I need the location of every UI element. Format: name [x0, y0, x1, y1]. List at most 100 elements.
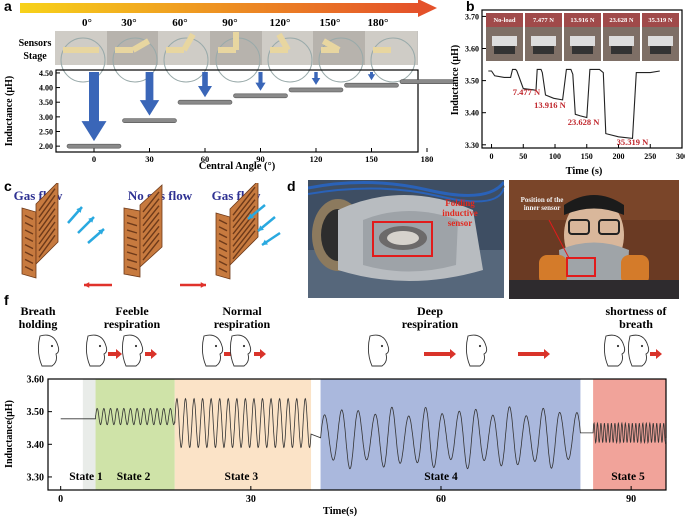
panel-d-photo: Folding inductive sensor	[308, 180, 504, 298]
panel-b-series-line	[488, 68, 660, 140]
y-tick-label: 3.70	[465, 12, 479, 21]
caption-deep-respiration-line2: respiration	[401, 317, 459, 331]
breathing-face-icon	[121, 334, 144, 367]
folded-sensor-leaf	[139, 184, 163, 268]
panel-d-annotation-line2: inductive	[442, 208, 478, 218]
x-tick-label: 100	[549, 152, 561, 161]
panel-label-f: f	[4, 292, 9, 308]
caption-feeble-respiration-line1: Feeble	[115, 304, 149, 318]
folded-sensor-leaf	[229, 183, 259, 266]
breathing-face-icon	[201, 334, 224, 367]
inductance-step-bar	[233, 93, 288, 99]
exhale-arrow	[650, 349, 662, 359]
state-band	[95, 379, 175, 490]
y-tick-label: 3.30	[465, 141, 479, 150]
sensor-photo	[55, 31, 107, 83]
panel-a-figure: 0°30°60°90°120°150°180° Sensors Stage 2.…	[4, 0, 455, 172]
face-mask-photo-illustration	[509, 180, 679, 299]
state-label: State 3	[225, 471, 259, 483]
strain-arrow	[255, 72, 266, 91]
x-tick-label: 0	[490, 152, 494, 161]
panel-label-b: b	[466, 0, 475, 14]
load-photo-label: 35.319 N	[648, 17, 673, 24]
y-tick-label: 3.50	[27, 407, 45, 418]
sensors-stage-label-line1: Sensors	[19, 38, 52, 49]
caption-shortness-of-breath-line2: breath	[619, 317, 653, 331]
flow-arrow	[67, 206, 83, 224]
breathing-face-icon	[37, 334, 60, 367]
breathing-face-icon	[627, 334, 650, 367]
load-photo: 13.916 N	[564, 13, 601, 61]
panel-d-annotation-line3: sensor	[447, 218, 473, 228]
strain-arrow	[139, 72, 160, 116]
load-photo-label: 7.477 N	[533, 17, 554, 24]
panel-a-ylabel: Inductance (μH)	[4, 76, 15, 146]
y-tick-label: 3.60	[465, 45, 479, 54]
panel-f-face-icons	[37, 334, 662, 367]
state-band	[320, 379, 581, 490]
exhale-arrow	[518, 349, 550, 359]
sensor-photo	[158, 31, 210, 83]
folded-sensor-leaf	[21, 207, 37, 279]
caption-normal-respiration: Normal respiration	[200, 305, 284, 331]
angle-label: 90°	[222, 17, 237, 29]
caption-shortness-of-breath-line1: shortness of	[605, 304, 667, 318]
y-tick-label: 4.50	[39, 69, 53, 78]
breathing-face-icon	[603, 334, 626, 367]
angle-gradient-arrowhead	[418, 0, 437, 17]
exhale-arrow	[108, 349, 122, 359]
sensor-photo	[365, 31, 417, 83]
flow-arrow	[261, 231, 281, 247]
sensor-photo	[107, 31, 159, 83]
caption-shortness-of-breath: shortness of breath	[590, 305, 682, 331]
x-tick-label: 0	[92, 154, 96, 164]
y-tick-label: 3.50	[39, 98, 53, 107]
y-tick-label: 3.30	[27, 472, 45, 483]
caption-deep-respiration: Deep respiration	[387, 305, 473, 331]
sensor-photo	[262, 31, 314, 83]
load-photo-label: 13.916 N	[570, 17, 595, 24]
state-band	[82, 379, 96, 490]
caption-feeble-respiration-line2: respiration	[103, 317, 161, 331]
y-tick-label: 2.00	[39, 142, 53, 151]
angle-gradient-bar	[20, 3, 420, 13]
panel-a-plot-frame	[55, 69, 419, 153]
flow-arrow	[257, 216, 276, 232]
x-tick-label: 30	[145, 154, 154, 164]
folded-sensor-leaf	[215, 212, 231, 280]
y-tick-label: 3.40	[27, 440, 45, 451]
state-label: State 4	[424, 471, 458, 483]
caption-normal-respiration-line1: Normal	[222, 304, 262, 318]
exhale-arrow	[145, 349, 157, 359]
flow-arrow	[180, 282, 206, 288]
exhale-arrow	[254, 349, 266, 359]
inductance-step-bar	[122, 118, 177, 123]
x-tick-label: 120	[310, 154, 323, 164]
caption-breath-holding-line2: holding	[18, 317, 58, 331]
y-tick-label: 2.50	[39, 128, 53, 137]
angle-label: 180°	[368, 17, 389, 29]
caption-breath-holding: Breath holding	[9, 305, 67, 331]
panel-f-series-line	[60, 397, 667, 470]
panel-label-c: c	[4, 178, 12, 194]
panel-f-ylabel: Inductance(μH)	[4, 400, 15, 468]
strain-arrow	[311, 72, 321, 85]
load-photo-label: No-load	[493, 17, 515, 24]
flow-arrow	[84, 282, 112, 288]
state-label: State 2	[117, 471, 151, 483]
angle-label: 0°	[82, 17, 92, 29]
x-tick-label: 50	[519, 152, 527, 161]
x-tick-label: 200	[613, 152, 625, 161]
sensors-stage-label-line2: Stage	[23, 51, 47, 62]
flow-arrow	[87, 228, 105, 244]
flow-arrow	[77, 216, 95, 234]
strain-arrow	[367, 72, 376, 81]
caption-deep-respiration-line1: Deep	[417, 304, 443, 318]
load-photo-label: 23.628 N	[609, 17, 634, 24]
load-annotation: 13.916 N	[534, 100, 567, 110]
load-photo: No-load	[486, 13, 523, 61]
load-annotation: 23.628 N	[568, 117, 601, 127]
x-tick-label: 300	[676, 152, 685, 161]
